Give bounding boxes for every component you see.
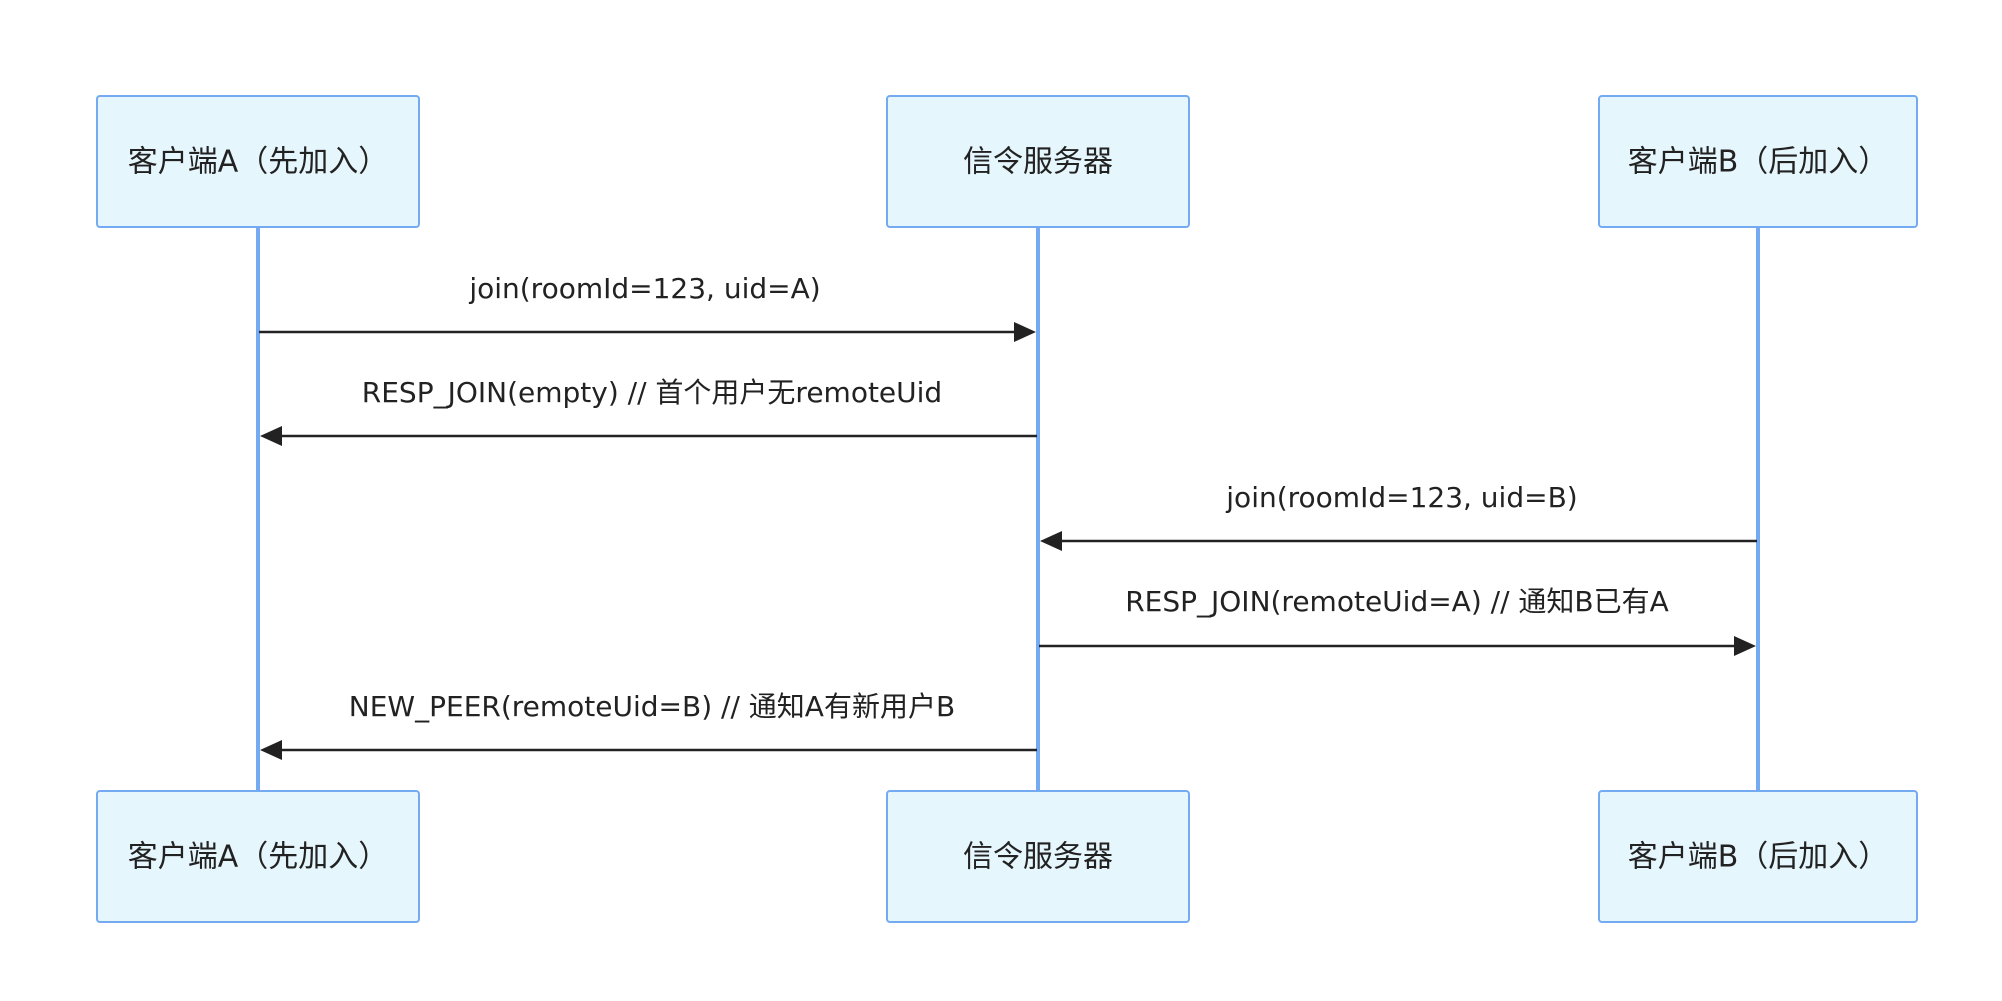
- actor-top-signaling-server: 信令服务器: [886, 95, 1190, 228]
- message-resp-join-a: RESP_JOIN(empty) // 首个用户无remoteUid: [260, 376, 1037, 446]
- arrowhead-right: [1014, 322, 1036, 342]
- arrowhead-left: [1040, 531, 1062, 551]
- actor-bottom-client-a: 客户端A（先加入）: [96, 790, 420, 923]
- message-label: RESP_JOIN(empty) // 首个用户无remoteUid: [362, 376, 942, 409]
- message-resp-join-b: RESP_JOIN(remoteUid=A) // 通知B已有A: [1039, 585, 1756, 656]
- message-label: RESP_JOIN(remoteUid=A) // 通知B已有A: [1125, 585, 1669, 618]
- actor-label: 信令服务器: [963, 145, 1113, 180]
- actor-top-client-a: 客户端A（先加入）: [96, 95, 420, 228]
- message-label: join(roomId=123, uid=B): [1225, 481, 1577, 514]
- actor-label: 信令服务器: [963, 840, 1113, 875]
- message-join-a: join(roomId=123, uid=A): [259, 272, 1036, 342]
- actor-label: 客户端B（后加入）: [1628, 840, 1889, 875]
- arrowhead-left: [260, 740, 282, 760]
- message-new-peer: NEW_PEER(remoteUid=B) // 通知A有新用户B: [260, 690, 1037, 760]
- actor-top-client-b: 客户端B（后加入）: [1598, 95, 1918, 228]
- actor-label: 客户端B（后加入）: [1628, 145, 1889, 180]
- arrowhead-left: [260, 426, 282, 446]
- actor-label: 客户端A（先加入）: [128, 145, 389, 180]
- message-label: join(roomId=123, uid=A): [468, 272, 820, 305]
- message-label: NEW_PEER(remoteUid=B) // 通知A有新用户B: [349, 690, 955, 723]
- actor-bottom-signaling-server: 信令服务器: [886, 790, 1190, 923]
- arrowhead-right: [1734, 636, 1756, 656]
- actor-label: 客户端A（先加入）: [128, 840, 389, 875]
- actor-bottom-client-b: 客户端B（后加入）: [1598, 790, 1918, 923]
- message-join-b: join(roomId=123, uid=B): [1040, 481, 1757, 551]
